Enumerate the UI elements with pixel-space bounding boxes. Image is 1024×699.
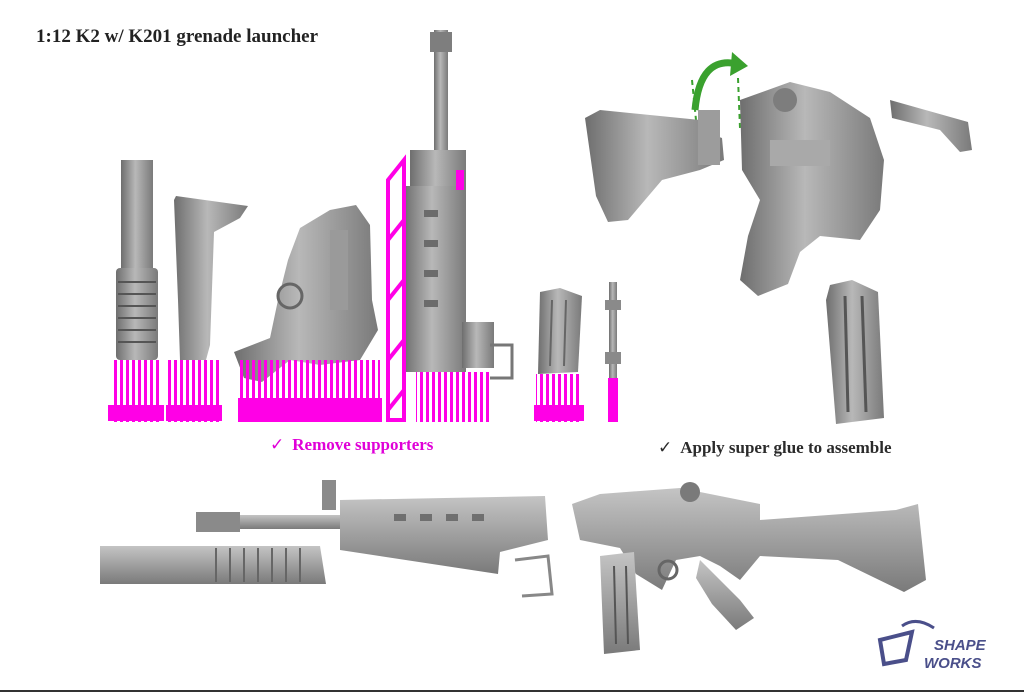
remove-supporters-text: Remove supporters — [292, 435, 434, 454]
bottom-divider — [0, 690, 1024, 692]
stock-part — [166, 196, 248, 422]
upper-receiver-part — [386, 30, 514, 422]
logo-line1: SHAPE — [934, 637, 987, 654]
assembled-upper-and-launcher — [100, 480, 554, 598]
assembly-view — [585, 52, 972, 424]
lower-receiver-part — [234, 205, 382, 422]
remove-supporters-note: ✓ Remove supporters — [270, 435, 433, 455]
logo-line2: WORKS — [924, 655, 982, 672]
launcher-tube-part — [108, 160, 164, 422]
printed-parts-with-supports — [108, 30, 621, 422]
assembled-lower-and-stock — [572, 482, 926, 654]
shapeworks-logo: SHAPE WORKS — [877, 620, 987, 672]
apply-glue-text: Apply super glue to assemble — [680, 438, 892, 457]
magazine-part — [534, 288, 584, 422]
small-part — [605, 282, 621, 422]
page-title: 1:12 K2 w/ K201 grenade launcher — [36, 26, 319, 47]
check-icon: ✓ — [270, 435, 285, 455]
apply-glue-note: ✓ Apply super glue to assemble — [658, 438, 892, 458]
check-icon: ✓ — [658, 438, 673, 458]
